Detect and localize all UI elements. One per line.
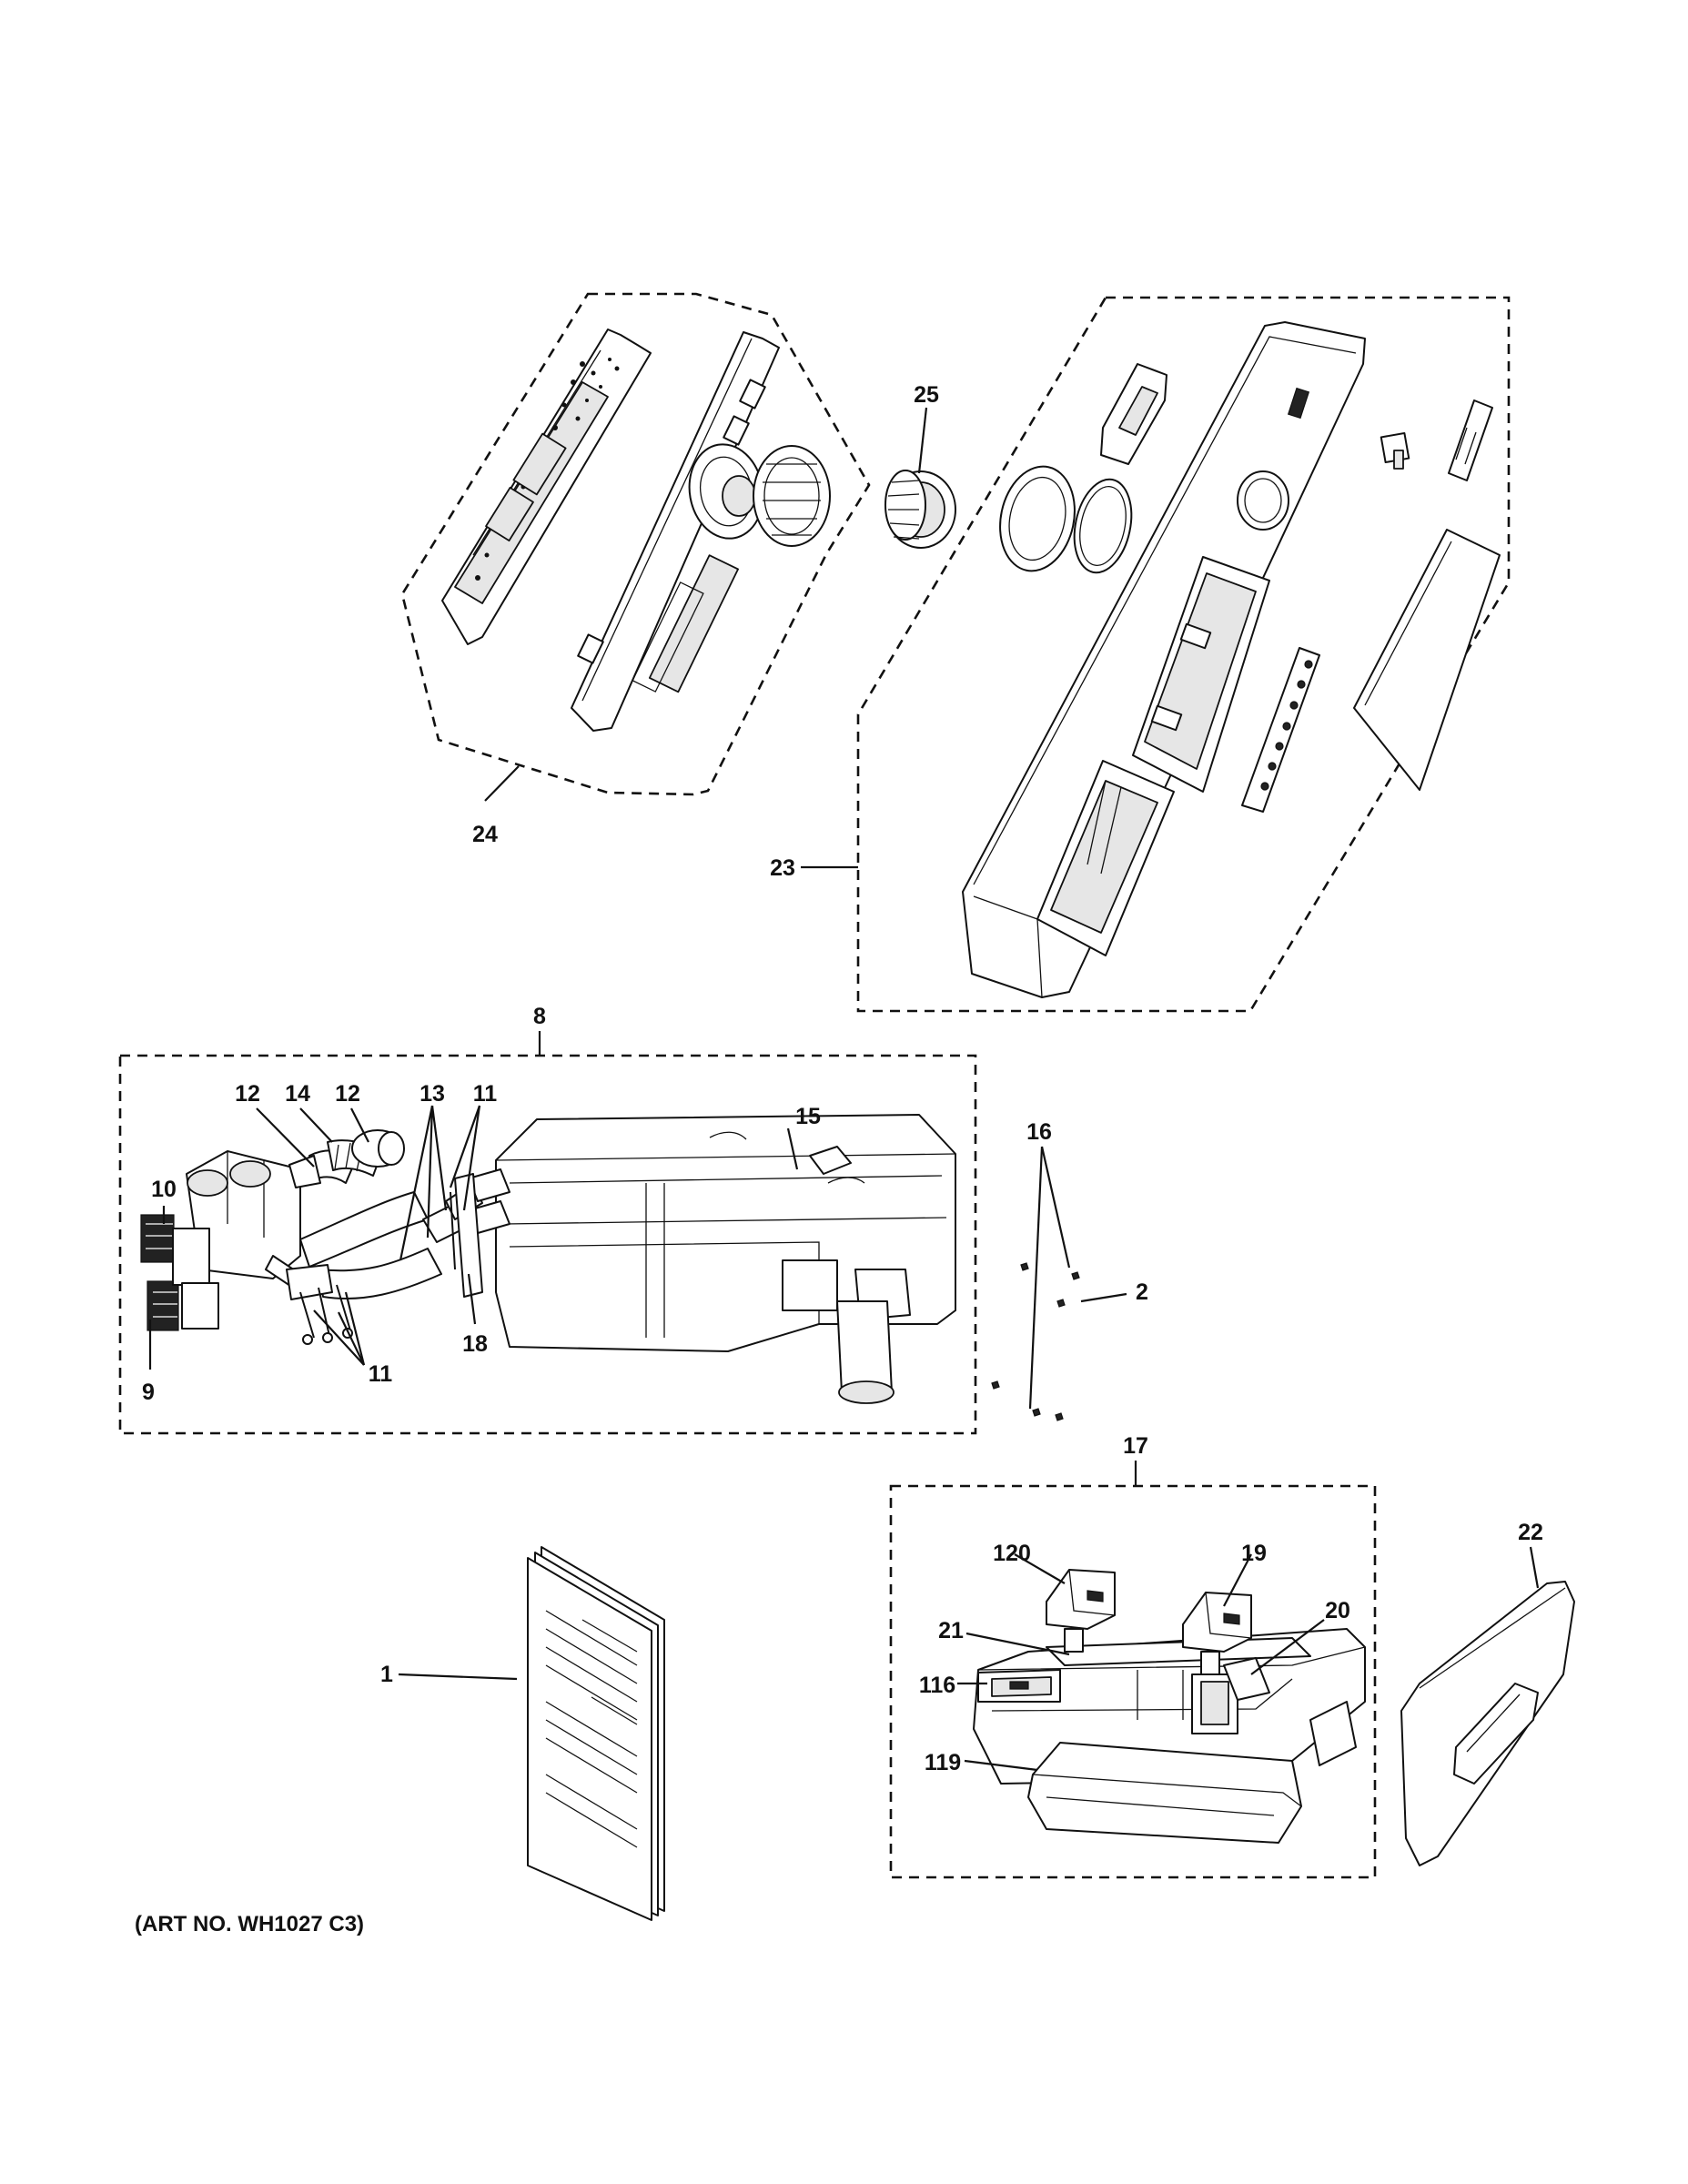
callout-2: 2 (1136, 1279, 1148, 1305)
callout-18: 18 (462, 1331, 488, 1357)
callout-labels: 25 24 23 8 12 14 12 13 11 15 10 11 18 9 … (142, 382, 1543, 1775)
part-23-switch-housing (1100, 363, 1167, 465)
part-24-control-housing (571, 331, 780, 732)
part-1-owner-manual (527, 1546, 665, 1921)
callout-21: 21 (938, 1618, 964, 1643)
callout-17: 17 (1123, 1433, 1148, 1459)
part-15-dispenser-housing (468, 1114, 956, 1404)
part-9-10-water-valve (140, 1150, 301, 1331)
part-24-circuit-board (441, 329, 652, 645)
callout-19: 19 (1241, 1541, 1267, 1566)
callout-11-bottom: 11 (369, 1361, 393, 1387)
part-19-siphon-cap (1182, 1592, 1252, 1675)
part-22-drawer-handle (1400, 1581, 1575, 1866)
leader-lines (148, 407, 1540, 1772)
callout-8: 8 (533, 1004, 546, 1029)
group-8-dashed-outline (118, 1054, 977, 1435)
part-23-cover-plate (1353, 529, 1501, 791)
callout-16: 16 (1026, 1119, 1052, 1145)
callout-24: 24 (472, 822, 498, 847)
callout-11-top: 11 (473, 1081, 498, 1107)
part-23-bezel-rings (999, 465, 1133, 574)
callout-13: 13 (419, 1081, 445, 1107)
manual-text-lines (545, 1610, 638, 1848)
part-119-drawer-bottom (1027, 1742, 1302, 1844)
callout-23: 23 (770, 855, 795, 881)
art-number-label: (ART NO. WH1027 C3) (135, 1912, 364, 1936)
callout-25: 25 (914, 382, 939, 408)
group-23-control-panel-assembly (856, 296, 1511, 1013)
group-24-control-board-assembly (400, 292, 871, 796)
group-23-dashed-outline (856, 296, 1511, 1013)
part-2-16-screws (991, 1262, 1080, 1421)
group-17-dispenser-drawer-assembly (889, 1484, 1377, 1879)
callout-12-right: 12 (335, 1081, 360, 1107)
callout-1: 1 (380, 1662, 393, 1687)
callout-9: 9 (142, 1380, 155, 1405)
callout-119: 119 (925, 1750, 961, 1775)
callout-14: 14 (285, 1081, 310, 1107)
part-23-small-switches (1380, 399, 1493, 481)
callout-116: 116 (919, 1673, 955, 1698)
part-25-knob (884, 470, 956, 549)
callout-15: 15 (795, 1104, 821, 1129)
callout-120: 120 (993, 1541, 1031, 1566)
group-24-dashed-outline (400, 292, 871, 796)
callout-22: 22 (1518, 1520, 1543, 1545)
group-8-dispenser-housing-assembly (118, 1054, 977, 1435)
part-23-control-panel (962, 321, 1366, 998)
part-18-fitting (454, 1173, 483, 1298)
part-120-siphon-cap (1046, 1569, 1116, 1653)
callout-20: 20 (1325, 1598, 1350, 1623)
callout-10: 10 (151, 1177, 177, 1202)
group-17-dashed-outline (889, 1484, 1377, 1879)
callout-12-left: 12 (235, 1081, 260, 1107)
part-13-14-hoses (286, 1129, 483, 1345)
part-24-knob-bracket (688, 443, 831, 547)
